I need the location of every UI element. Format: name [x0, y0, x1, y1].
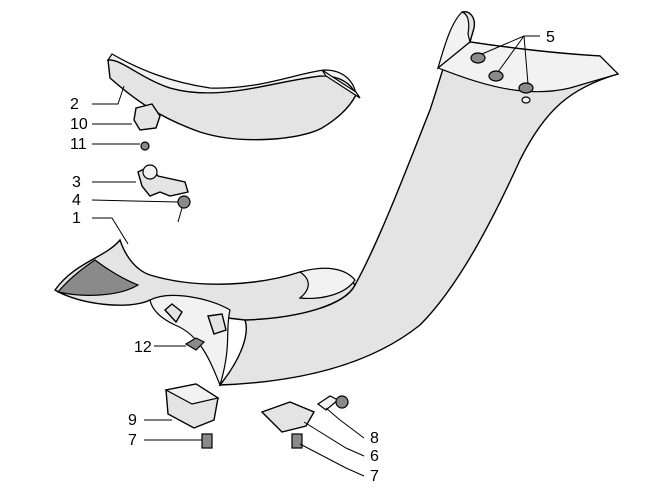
spring-nut-part [177, 195, 191, 223]
screw-lower-right-part [291, 433, 303, 449]
nut-parts [470, 52, 534, 104]
bracket-part [133, 103, 161, 131]
callout-12: 12 [134, 339, 152, 356]
callout-11: 11 [70, 136, 87, 153]
callout-3: 3 [72, 174, 81, 191]
callout-7-right: 7 [370, 468, 379, 485]
plate-part [260, 401, 316, 433]
small-screw-part [184, 337, 206, 351]
callout-1: 1 [72, 210, 81, 227]
lock-part [137, 164, 189, 197]
callout-5: 5 [546, 29, 555, 46]
callout-8: 8 [370, 430, 379, 447]
callout-9: 9 [128, 412, 137, 429]
spring-part [316, 395, 349, 411]
callout-2: 2 [70, 96, 79, 113]
callout-6: 6 [370, 448, 379, 465]
callout-labels: 2 10 11 3 4 1 5 12 9 7 8 6 7 [70, 29, 555, 485]
screw-lower-left-part [201, 433, 213, 449]
callout-4: 4 [72, 192, 81, 209]
upper-cover-part [106, 53, 361, 141]
callout-10: 10 [70, 116, 88, 133]
callout-7-left: 7 [128, 432, 137, 449]
screw-part [140, 141, 150, 151]
block-bracket-part [164, 383, 220, 429]
leader-lines [91, 35, 540, 477]
